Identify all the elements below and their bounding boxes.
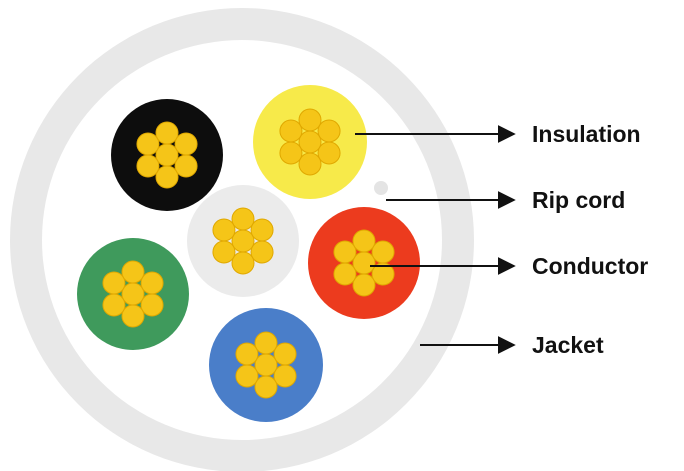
conductor-strand: [102, 293, 126, 317]
conductor-strand: [279, 141, 303, 165]
conductor-strand: [121, 304, 145, 328]
conductor-strand: [279, 119, 303, 143]
conductor-yellow: [279, 108, 341, 176]
conductor-strand: [140, 293, 164, 317]
conductor-strand: [317, 141, 341, 165]
conductor-strand: [250, 240, 274, 264]
conductor-strand: [250, 218, 274, 242]
rip-cord: [374, 181, 388, 195]
conductor-strand: [136, 154, 160, 178]
conductor-strand: [121, 260, 145, 284]
conductor-bundles: [102, 108, 395, 399]
conductor-strand: [298, 130, 322, 154]
conductor-strand: [155, 165, 179, 189]
conductor-blue: [235, 331, 297, 399]
conductor-strand: [155, 121, 179, 145]
conductor-strand: [352, 273, 376, 297]
conductor-strand: [298, 108, 322, 132]
conductor-label: Conductor: [532, 253, 648, 279]
conductor-strand: [333, 262, 357, 286]
conductor-strand: [102, 271, 126, 295]
conductor-strand: [273, 364, 297, 388]
conductor-strand: [174, 154, 198, 178]
conductor-strand: [352, 251, 376, 275]
conductor-strand: [333, 240, 357, 264]
conductor-strand: [136, 132, 160, 156]
jacket-label: Jacket: [532, 332, 604, 358]
conductor-strand: [235, 364, 259, 388]
conductor-strand: [212, 218, 236, 242]
conductor-strand: [273, 342, 297, 366]
conductor-white: [212, 207, 274, 275]
conductor-green: [102, 260, 164, 328]
callout-arrows: [355, 125, 516, 354]
callout-labels: Insulation Rip cord Conductor Jacket: [532, 121, 648, 358]
conductor-strand: [231, 251, 255, 275]
conductor-red: [333, 229, 395, 297]
conductor-strand: [231, 229, 255, 253]
conductor-strand: [298, 152, 322, 176]
rip-cord-label: Rip cord: [532, 187, 625, 213]
conductor-strand: [140, 271, 164, 295]
conductor-strand: [254, 331, 278, 355]
conductor-strand: [155, 143, 179, 167]
conductor-strand: [121, 282, 145, 306]
conductor-black: [136, 121, 198, 189]
conductor-strand: [212, 240, 236, 264]
conductor-strand: [254, 353, 278, 377]
conductor-strand: [235, 342, 259, 366]
conductor-strand: [371, 240, 395, 264]
conductor-strand: [254, 375, 278, 399]
conductor-strand: [231, 207, 255, 231]
conductor-strand: [317, 119, 341, 143]
conductor-strand: [174, 132, 198, 156]
insulation-label: Insulation: [532, 121, 641, 147]
conductor-strand: [352, 229, 376, 253]
